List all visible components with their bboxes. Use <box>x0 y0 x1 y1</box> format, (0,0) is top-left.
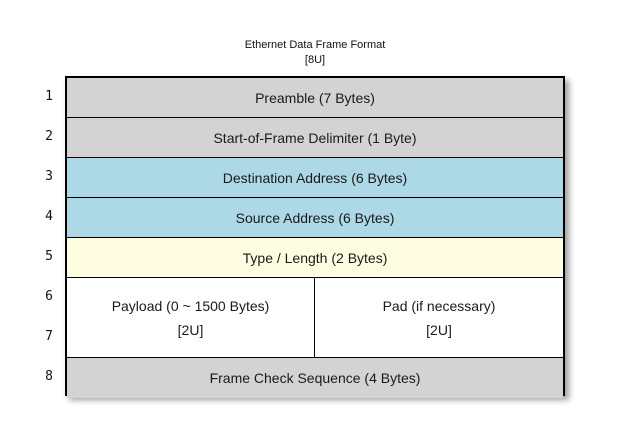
payload-label: Payload (0 ~ 1500 Bytes) <box>111 297 270 314</box>
row-number-3: 3 <box>45 168 53 184</box>
row-source-address: Source Address (6 Bytes) <box>67 198 563 238</box>
frame-table: Preamble (7 Bytes) Start-of-Frame Delimi… <box>65 76 565 398</box>
row-payload-pad: Payload (0 ~ 1500 Bytes) [2U] Pad (if ne… <box>67 278 563 358</box>
row-number-7: 7 <box>45 328 53 344</box>
row-destination-address: Destination Address (6 Bytes) <box>67 158 563 198</box>
row-number-5: 5 <box>45 248 53 264</box>
row-start-of-frame-delimiter: Start-of-Frame Delimiter (1 Byte) <box>67 118 563 158</box>
row-number-6: 6 <box>45 288 53 304</box>
cell-payload: Payload (0 ~ 1500 Bytes) [2U] <box>67 278 315 357</box>
payload-unit: [2U] <box>177 321 204 338</box>
cell-pad: Pad (if necessary) [2U] <box>315 278 563 357</box>
row-number-4: 4 <box>45 208 53 224</box>
diagram-title: Ethernet Data Frame Format <box>244 39 386 51</box>
row-number-2: 2 <box>45 128 53 144</box>
diagram-subtitle: [8U] <box>304 54 326 66</box>
row-number-1: 1 <box>45 88 53 104</box>
row-number-8: 8 <box>45 368 53 384</box>
title-block: Ethernet Data Frame Format [8U] <box>65 38 565 68</box>
pad-label: Pad (if necessary) <box>382 297 496 314</box>
row-preamble: Preamble (7 Bytes) <box>67 78 563 118</box>
row-number-column: 1 2 3 4 5 6 7 8 <box>0 76 53 396</box>
row-type-length: Type / Length (2 Bytes) <box>67 238 563 278</box>
row-frame-check-sequence: Frame Check Sequence (4 Bytes) <box>67 358 563 398</box>
pad-unit: [2U] <box>426 321 452 338</box>
